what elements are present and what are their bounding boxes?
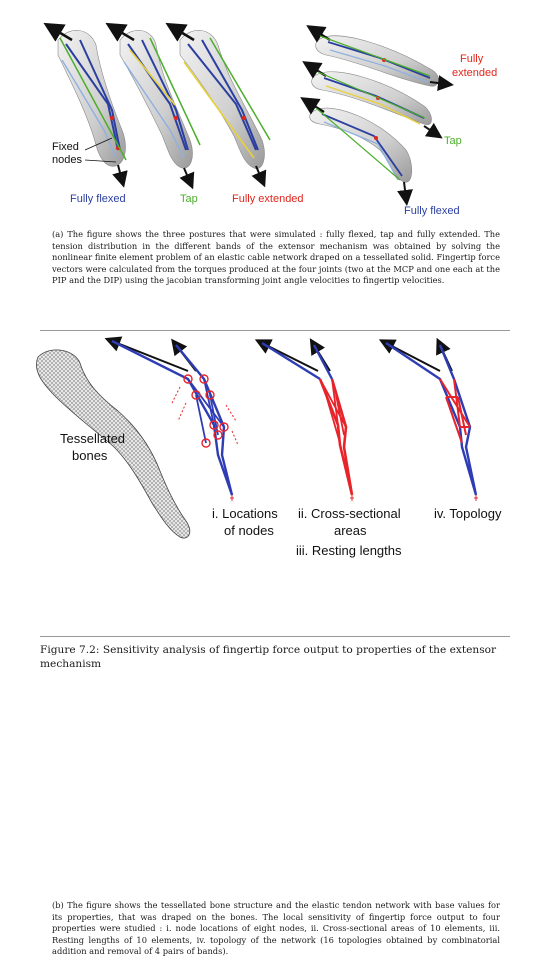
caption-panel-a: (a) The figure shows the three postures … [52,229,500,286]
figure-panel-a: Fixed nodes Fully flexed Tap Fully exten… [0,0,540,330]
panel-divider [40,330,510,331]
label-extended-right-line2: extended [452,67,497,79]
caption-panel-b: (b) The figure shows the tessellated bon… [52,900,500,957]
label-fully-right-line1: Fully [460,53,484,65]
label-topology: iv. Topology [434,506,502,521]
label-fully-extended-left: Fully extended [232,193,304,205]
label-cross-sectional-line2: areas [334,523,367,538]
fixed-nodes-pointer-2 [84,159,117,163]
fixed-nodes-label-line1: Fixed [52,141,79,153]
network-cross-sectional-areas [254,338,354,501]
label-fully-flexed-right: Fully flexed [404,205,460,217]
figure-panel-b: Tessellated bones i. Locations of nodes [0,335,540,956]
label-resting-lengths: iii. Resting lengths [296,543,402,558]
finger-tap [105,22,195,190]
panel-a-illustration: Fixed nodes Fully flexed Tap Fully exten… [43,22,497,217]
figure-divider [40,636,510,637]
fixed-nodes-label-line2: nodes [52,154,82,166]
fixed-nodes-pointer-1 [84,137,113,151]
label-locations-line1: i. Locations [212,506,278,521]
panel-b-illustration: Tessellated bones i. Locations of nodes [36,336,502,558]
finger-fully-extended [165,22,267,188]
network-topology [378,337,478,501]
label-cross-sectional-line1: ii. Cross-sectional [298,506,401,521]
tessellated-bones [36,349,191,539]
label-tap-left: Tap [180,193,198,205]
finger-right-flexed [300,97,413,206]
label-tap-right: Tap [444,135,462,147]
network-node-locations [104,336,239,501]
figure-caption: Figure 7.2: Sensitivity analysis of fing… [40,644,497,670]
label-locations-line2: of nodes [224,523,274,538]
label-tessellated-line1: Tessellated [60,431,125,446]
label-fully-flexed-left: Fully flexed [70,193,126,205]
label-tessellated-line2: bones [72,448,108,463]
